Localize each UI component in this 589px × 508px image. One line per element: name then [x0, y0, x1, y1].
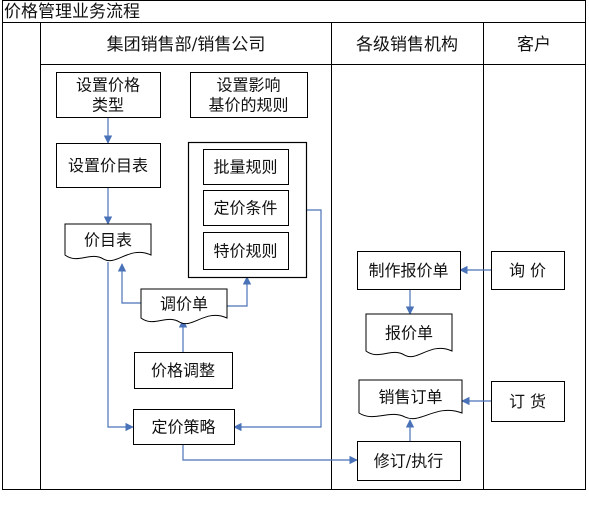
edge-price-adjust-doc-to-price-list-doc — [117, 263, 141, 304]
sales-order-doc-shape — [358, 379, 463, 420]
revise-execute-label-0: 修订/执行 — [374, 451, 443, 470]
price-list-doc-shape — [64, 223, 152, 262]
set-price-type-shape — [56, 72, 161, 118]
place-order-shape — [491, 381, 565, 422]
price-adjust-doc-label-0: 调价单 — [160, 294, 208, 313]
nodes-layer: 设置价格类型设置影响基价的规则设置价目表批量规则定价条件特价规则价目表调价单价格… — [56, 72, 565, 481]
price-adjust-doc-shape — [140, 288, 228, 325]
lane-label-agency: 各级销售机构 — [356, 35, 458, 55]
set-price-list-shape — [56, 143, 161, 188]
pricing-strategy-label-0: 定价策略 — [151, 417, 215, 436]
set-base-rules-shape — [190, 72, 308, 118]
place-order-label-0: 订 货 — [509, 392, 546, 411]
set-base-rules-label-1: 基价的规则 — [208, 95, 288, 114]
node-quote-doc: 报价单 — [365, 313, 453, 358]
node-price-adjustment: 价格调整 — [134, 352, 233, 389]
edge-pricing-strategy-to-revise-execute — [182, 444, 358, 465]
price-adjustment-shape — [134, 352, 233, 389]
pricing-strategy-shape — [133, 409, 235, 445]
diagram-frame: 价格管理业务流程 — [2, 0, 586, 490]
set-price-type-label-1: 类型 — [92, 95, 124, 114]
node-price-list-doc: 价目表 — [64, 223, 152, 262]
node-revise-execute: 修订/执行 — [357, 441, 461, 481]
pricing-conditions-shape — [203, 190, 289, 226]
outer-frame — [2, 0, 586, 490]
revise-execute-shape — [357, 441, 461, 481]
set-price-list-label-0: 设置价目表 — [68, 156, 148, 175]
lane-label-group: 集团销售部/销售公司 — [107, 35, 266, 55]
node-pricing-conditions: 定价条件 — [203, 190, 289, 226]
special-price-rules-shape — [203, 232, 289, 270]
set-price-type-label-0: 设置价格 — [76, 75, 140, 94]
lane-label-customer: 客户 — [517, 35, 551, 55]
node-pricing-strategy: 定价策略 — [133, 409, 235, 445]
node-batch-rules: 批量规则 — [203, 149, 289, 185]
node-set-price-list: 设置价目表 — [56, 143, 161, 188]
connectors — [103, 117, 491, 465]
price-adjustment-label-0: 价格调整 — [151, 361, 215, 380]
special-price-rules-label-0: 特价规则 — [213, 241, 277, 260]
edge-price-adjust-doc-to-rules-group — [227, 276, 252, 307]
pricing-conditions-label-0: 定价条件 — [213, 198, 277, 217]
batch-rules-label-0: 批量规则 — [213, 157, 277, 176]
node-price-adjust-doc: 调价单 — [140, 288, 228, 325]
make-quote-shape — [357, 251, 461, 290]
inquiry-shape — [491, 251, 565, 290]
batch-rules-shape — [203, 149, 289, 185]
node-make-quote: 制作报价单 — [357, 251, 461, 290]
edge-price-list-doc-to-pricing-strategy — [107, 262, 134, 432]
edge-rules-group-to-pricing-strategy — [233, 209, 322, 432]
inquiry-label-0: 询 价 — [509, 261, 546, 280]
quote-doc-shape — [365, 313, 453, 358]
set-base-rules-label-0: 设置影响 — [216, 75, 280, 94]
make-quote-label-0: 制作报价单 — [368, 261, 448, 280]
node-inquiry: 询 价 — [491, 251, 565, 290]
lanes: 集团销售部/销售公司 各级销售机构 客户 — [40, 22, 586, 490]
price-list-doc-label-0: 价目表 — [84, 230, 132, 249]
node-sales-order-doc: 销售订单 — [358, 379, 463, 420]
node-special-price-rules: 特价规则 — [203, 232, 289, 270]
diagram-title: 价格管理业务流程 — [4, 2, 140, 22]
quote-doc-label-0: 报价单 — [385, 323, 433, 342]
sales-order-doc-label-0: 销售订单 — [378, 387, 442, 406]
node-place-order: 订 货 — [491, 381, 565, 422]
